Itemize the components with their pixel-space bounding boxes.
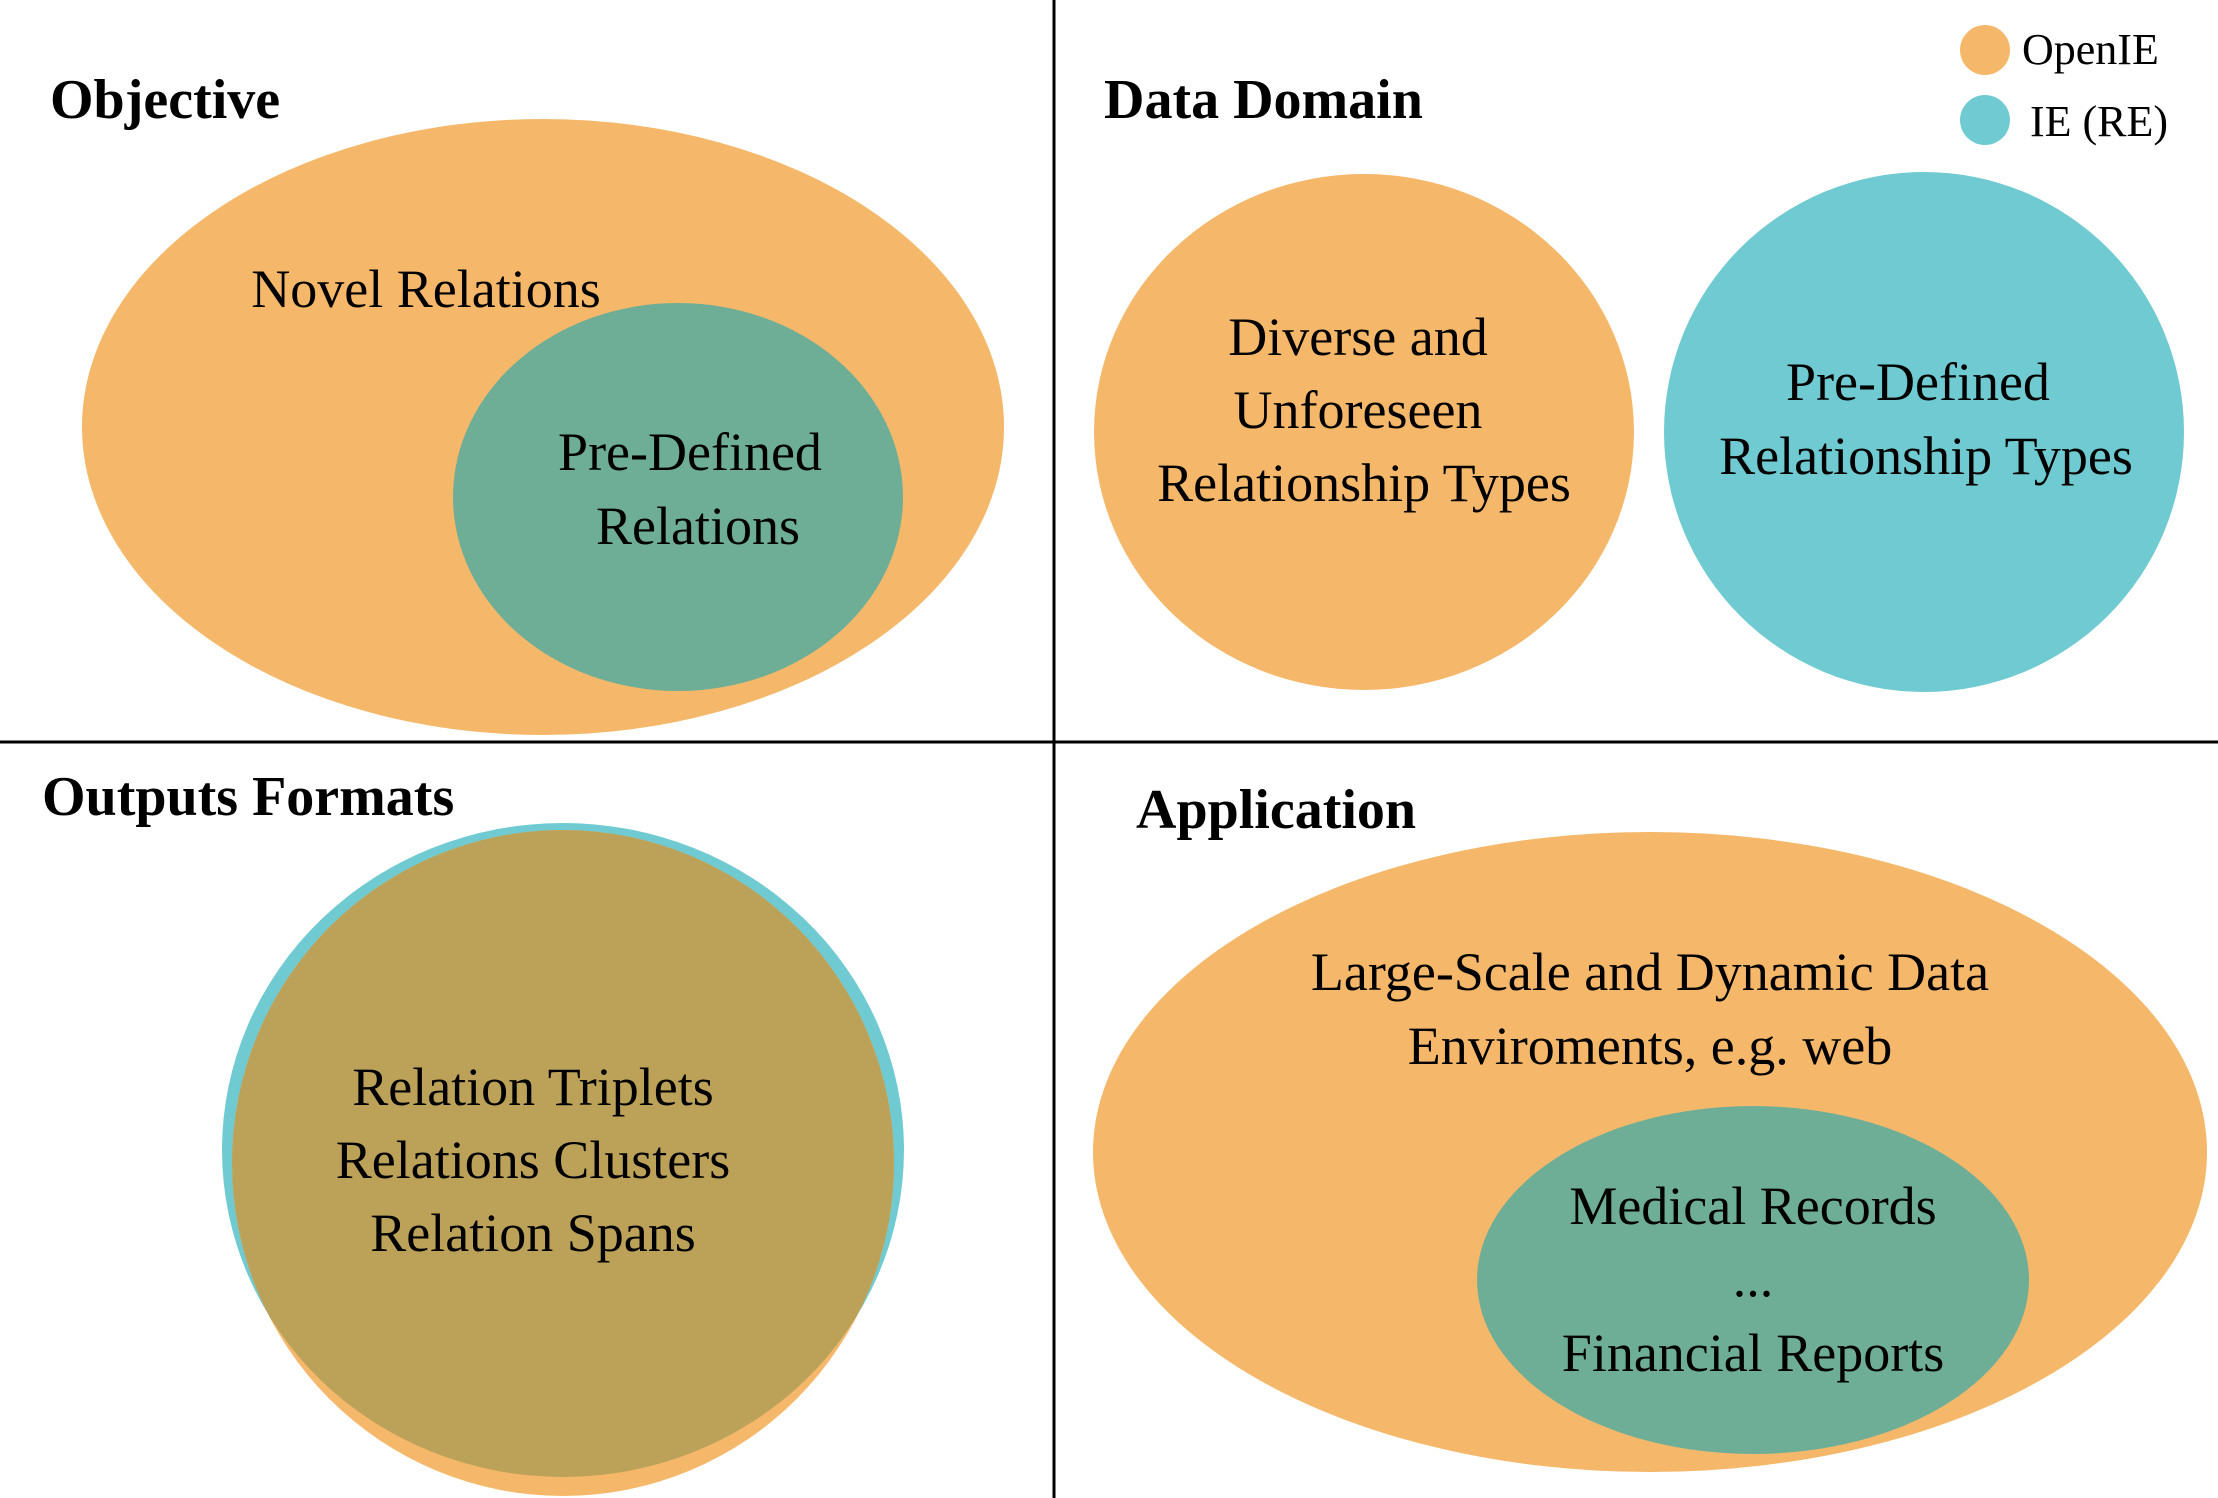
data-domain-ie-label-line1: Pre-Defined bbox=[1786, 352, 2050, 412]
legend: OpenIE IE (RE) bbox=[1960, 25, 2168, 146]
data-domain-ie-label-line2: Relationship Types bbox=[1719, 426, 2133, 486]
application-outer-label-line1: Large-Scale and Dynamic Data bbox=[1311, 942, 1989, 1002]
data-domain-panel: Data Domain Diverse and Unforeseen Relat… bbox=[1094, 69, 2184, 692]
objective-panel: Objective Novel Relations Pre-Defined Re… bbox=[50, 69, 1004, 735]
legend-openie-label: OpenIE bbox=[2022, 25, 2159, 74]
outputs-label-line2: Relations Clusters bbox=[336, 1130, 730, 1190]
objective-inner-label-line1: Pre-Defined bbox=[558, 422, 822, 482]
legend-openie-swatch bbox=[1960, 25, 2010, 75]
data-domain-title: Data Domain bbox=[1104, 69, 1423, 131]
data-domain-openie-label-line2: Unforeseen bbox=[1234, 380, 1483, 440]
objective-inner-label-line2: Relations bbox=[596, 496, 800, 556]
objective-ie-ellipse bbox=[453, 303, 903, 691]
application-title: Application bbox=[1136, 779, 1416, 841]
objective-outer-label: Novel Relations bbox=[251, 259, 600, 319]
application-outer-label-line2: Enviroments, e.g. web bbox=[1408, 1016, 1892, 1076]
data-domain-ie-circle bbox=[1664, 172, 2184, 692]
data-domain-openie-circle bbox=[1094, 174, 1634, 690]
application-inner-label-line2: ... bbox=[1733, 1248, 1774, 1308]
objective-title: Objective bbox=[50, 69, 280, 131]
outputs-label-line1: Relation Triplets bbox=[352, 1057, 714, 1117]
application-panel: Application Large-Scale and Dynamic Data… bbox=[1093, 779, 2207, 1472]
legend-ie-label: IE (RE) bbox=[2030, 97, 2168, 146]
application-inner-label-line3: Financial Reports bbox=[1562, 1323, 1944, 1383]
legend-ie-swatch bbox=[1960, 95, 2010, 145]
data-domain-openie-label-line3: Relationship Types bbox=[1157, 453, 1571, 513]
outputs-title: Outputs Formats bbox=[42, 766, 454, 828]
application-ie-ellipse bbox=[1477, 1106, 2029, 1454]
application-inner-label-line1: Medical Records bbox=[1569, 1176, 1936, 1236]
outputs-label-line3: Relation Spans bbox=[370, 1203, 695, 1263]
outputs-panel: Outputs Formats Relation Triplets Relati… bbox=[42, 766, 904, 1496]
data-domain-openie-label-line1: Diverse and bbox=[1228, 307, 1487, 367]
outputs-overlap-region bbox=[232, 830, 894, 1477]
